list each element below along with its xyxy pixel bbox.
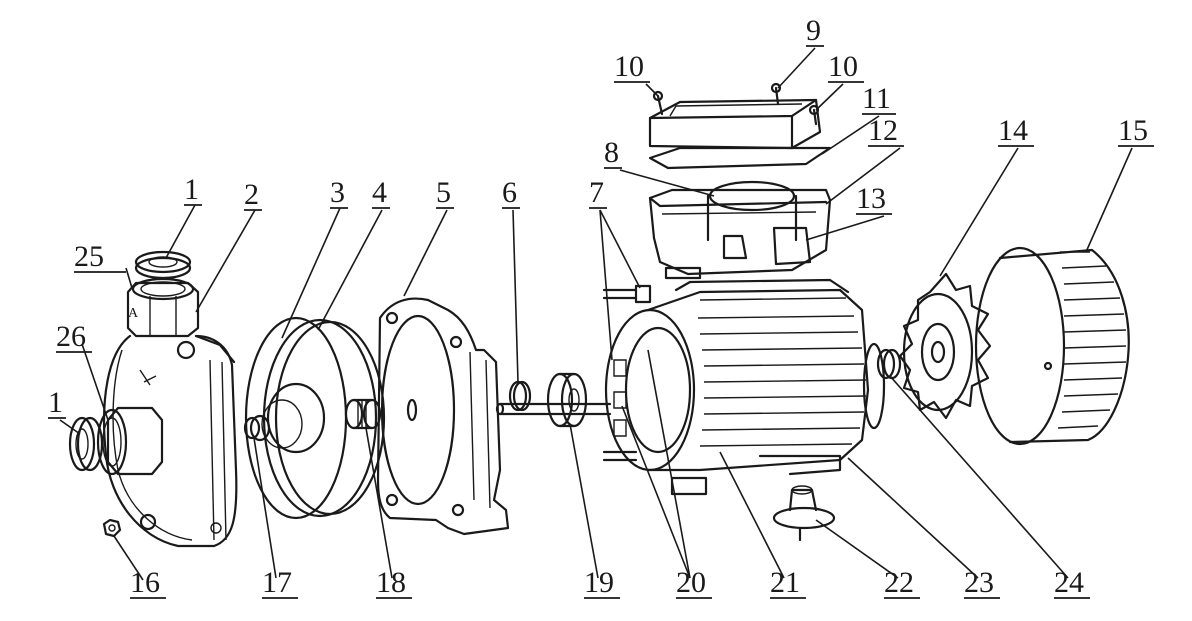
callout-25: 25 (74, 240, 104, 273)
part-gasket (648, 146, 832, 170)
callout-10-left: 10 (614, 50, 644, 83)
callout-4: 4 (372, 176, 387, 209)
callout-labels: 1 1 2 3 4 5 6 7 8 9 10 10 11 12 13 14 15… (48, 14, 1154, 599)
part-motor-frame (604, 278, 886, 476)
callout-9: 9 (806, 14, 821, 47)
part-plug-inlet (68, 416, 104, 472)
part-pump-housing (103, 334, 238, 548)
part-terminal-cover (648, 98, 822, 150)
callout-23: 23 (964, 566, 994, 599)
callout-1-inlet: 1 (48, 386, 63, 419)
callout-10-right: 10 (828, 50, 858, 83)
leader-lines (59, 47, 1133, 581)
callout-3: 3 (330, 176, 345, 209)
part-impeller (243, 316, 348, 520)
part-outlet-nozzle: A (126, 277, 200, 338)
housing-letter: A (128, 306, 139, 321)
callout-11: 11 (862, 82, 891, 115)
part-fan (898, 272, 992, 420)
part-plug-top (134, 250, 192, 280)
callout-20: 20 (676, 566, 706, 599)
callout-7: 7 (589, 176, 604, 209)
callout-16: 16 (130, 566, 160, 599)
callout-2: 2 (244, 178, 259, 211)
part-terminal-box (648, 180, 832, 280)
part-seal-ring (262, 318, 386, 518)
callout-5: 5 (436, 176, 451, 209)
callout-12: 12 (868, 114, 898, 147)
callout-15: 15 (1118, 114, 1148, 147)
callout-21: 21 (770, 566, 800, 599)
callout-26: 26 (56, 320, 86, 353)
callout-17: 17 (262, 566, 292, 599)
callout-18: 18 (376, 566, 406, 599)
callout-14: 14 (998, 114, 1028, 147)
part-shaft (495, 402, 612, 416)
callout-24: 24 (1054, 566, 1084, 599)
callout-8: 8 (604, 136, 619, 169)
callout-6: 6 (502, 176, 517, 209)
part-bracket (376, 297, 510, 536)
callout-13: 13 (856, 182, 886, 215)
part-wave-washer (876, 348, 902, 380)
callout-1-top: 1 (184, 173, 199, 206)
callout-19: 19 (584, 566, 614, 599)
part-drain-plug (102, 518, 122, 538)
part-mechanical-seal (344, 398, 382, 430)
part-ring (508, 380, 532, 412)
callout-22: 22 (884, 566, 914, 599)
part-bolts (602, 284, 708, 496)
part-cover-screws (652, 82, 820, 126)
part-bearing (546, 372, 588, 428)
part-foot (772, 485, 836, 542)
part-fan-cover (974, 246, 1130, 446)
